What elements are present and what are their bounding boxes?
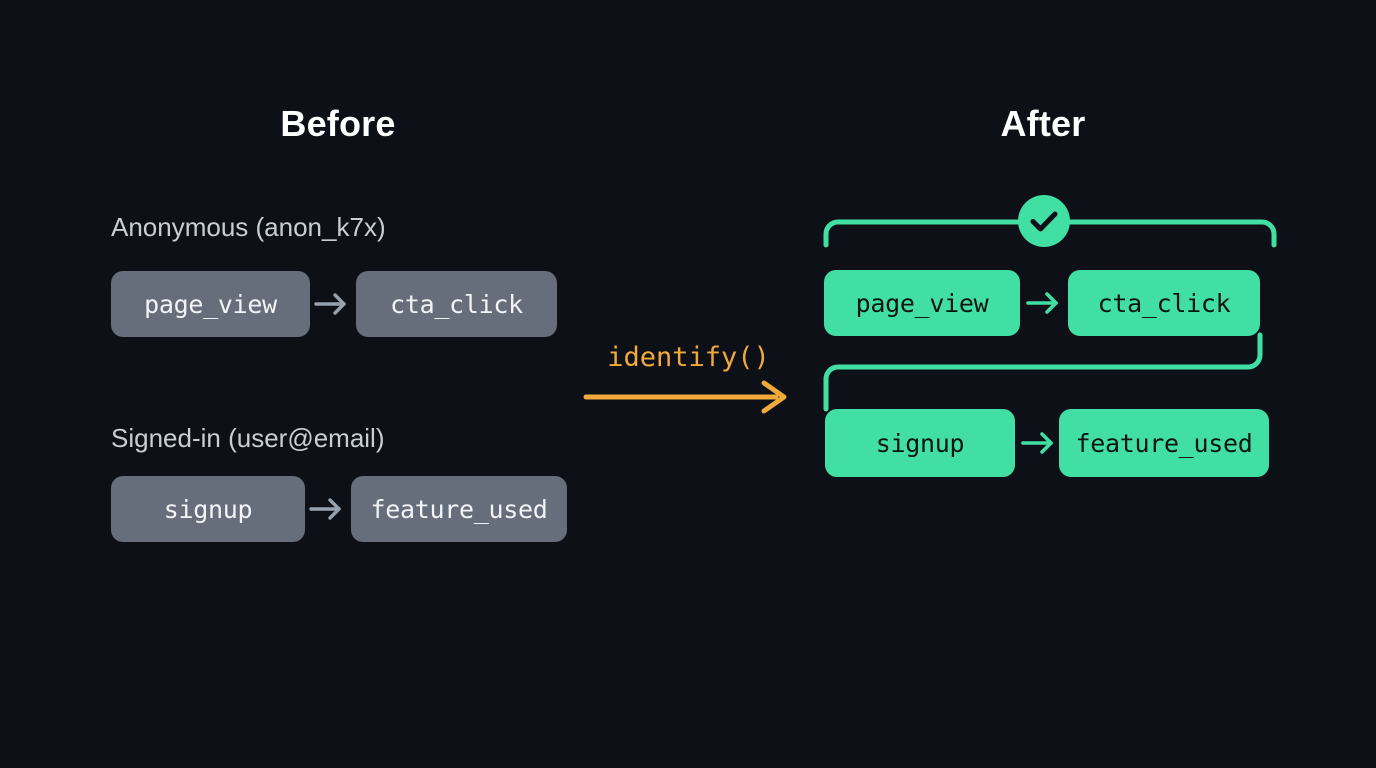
event-pill-before-signup: signup [111, 476, 305, 542]
long-arrow-right-icon [580, 376, 796, 418]
event-pill-after-feature-used: feature_used [1059, 409, 1269, 477]
event-pill-after-signup: signup [825, 409, 1015, 477]
arrow-right-icon [1015, 425, 1061, 461]
column-title-after: After [1000, 103, 1086, 144]
identify-call-label: identify() [607, 342, 770, 373]
group-label-anonymous: Anonymous (anon_k7x) [111, 212, 386, 242]
arrow-right-icon [1020, 285, 1066, 321]
event-pill-before-page-view: page_view [111, 271, 310, 337]
arrow-right-icon [310, 286, 356, 322]
group-label-signed-in: Signed-in (user@email) [111, 423, 385, 453]
check-circle-icon [1018, 195, 1070, 247]
event-pill-after-page-view: page_view [824, 270, 1020, 336]
event-pill-before-cta-click: cta_click [356, 271, 557, 337]
column-title-before: Before [280, 103, 396, 144]
arrow-right-icon [305, 491, 351, 527]
event-pill-after-cta-click: cta_click [1068, 270, 1260, 336]
event-pill-before-feature-used: feature_used [351, 476, 567, 542]
